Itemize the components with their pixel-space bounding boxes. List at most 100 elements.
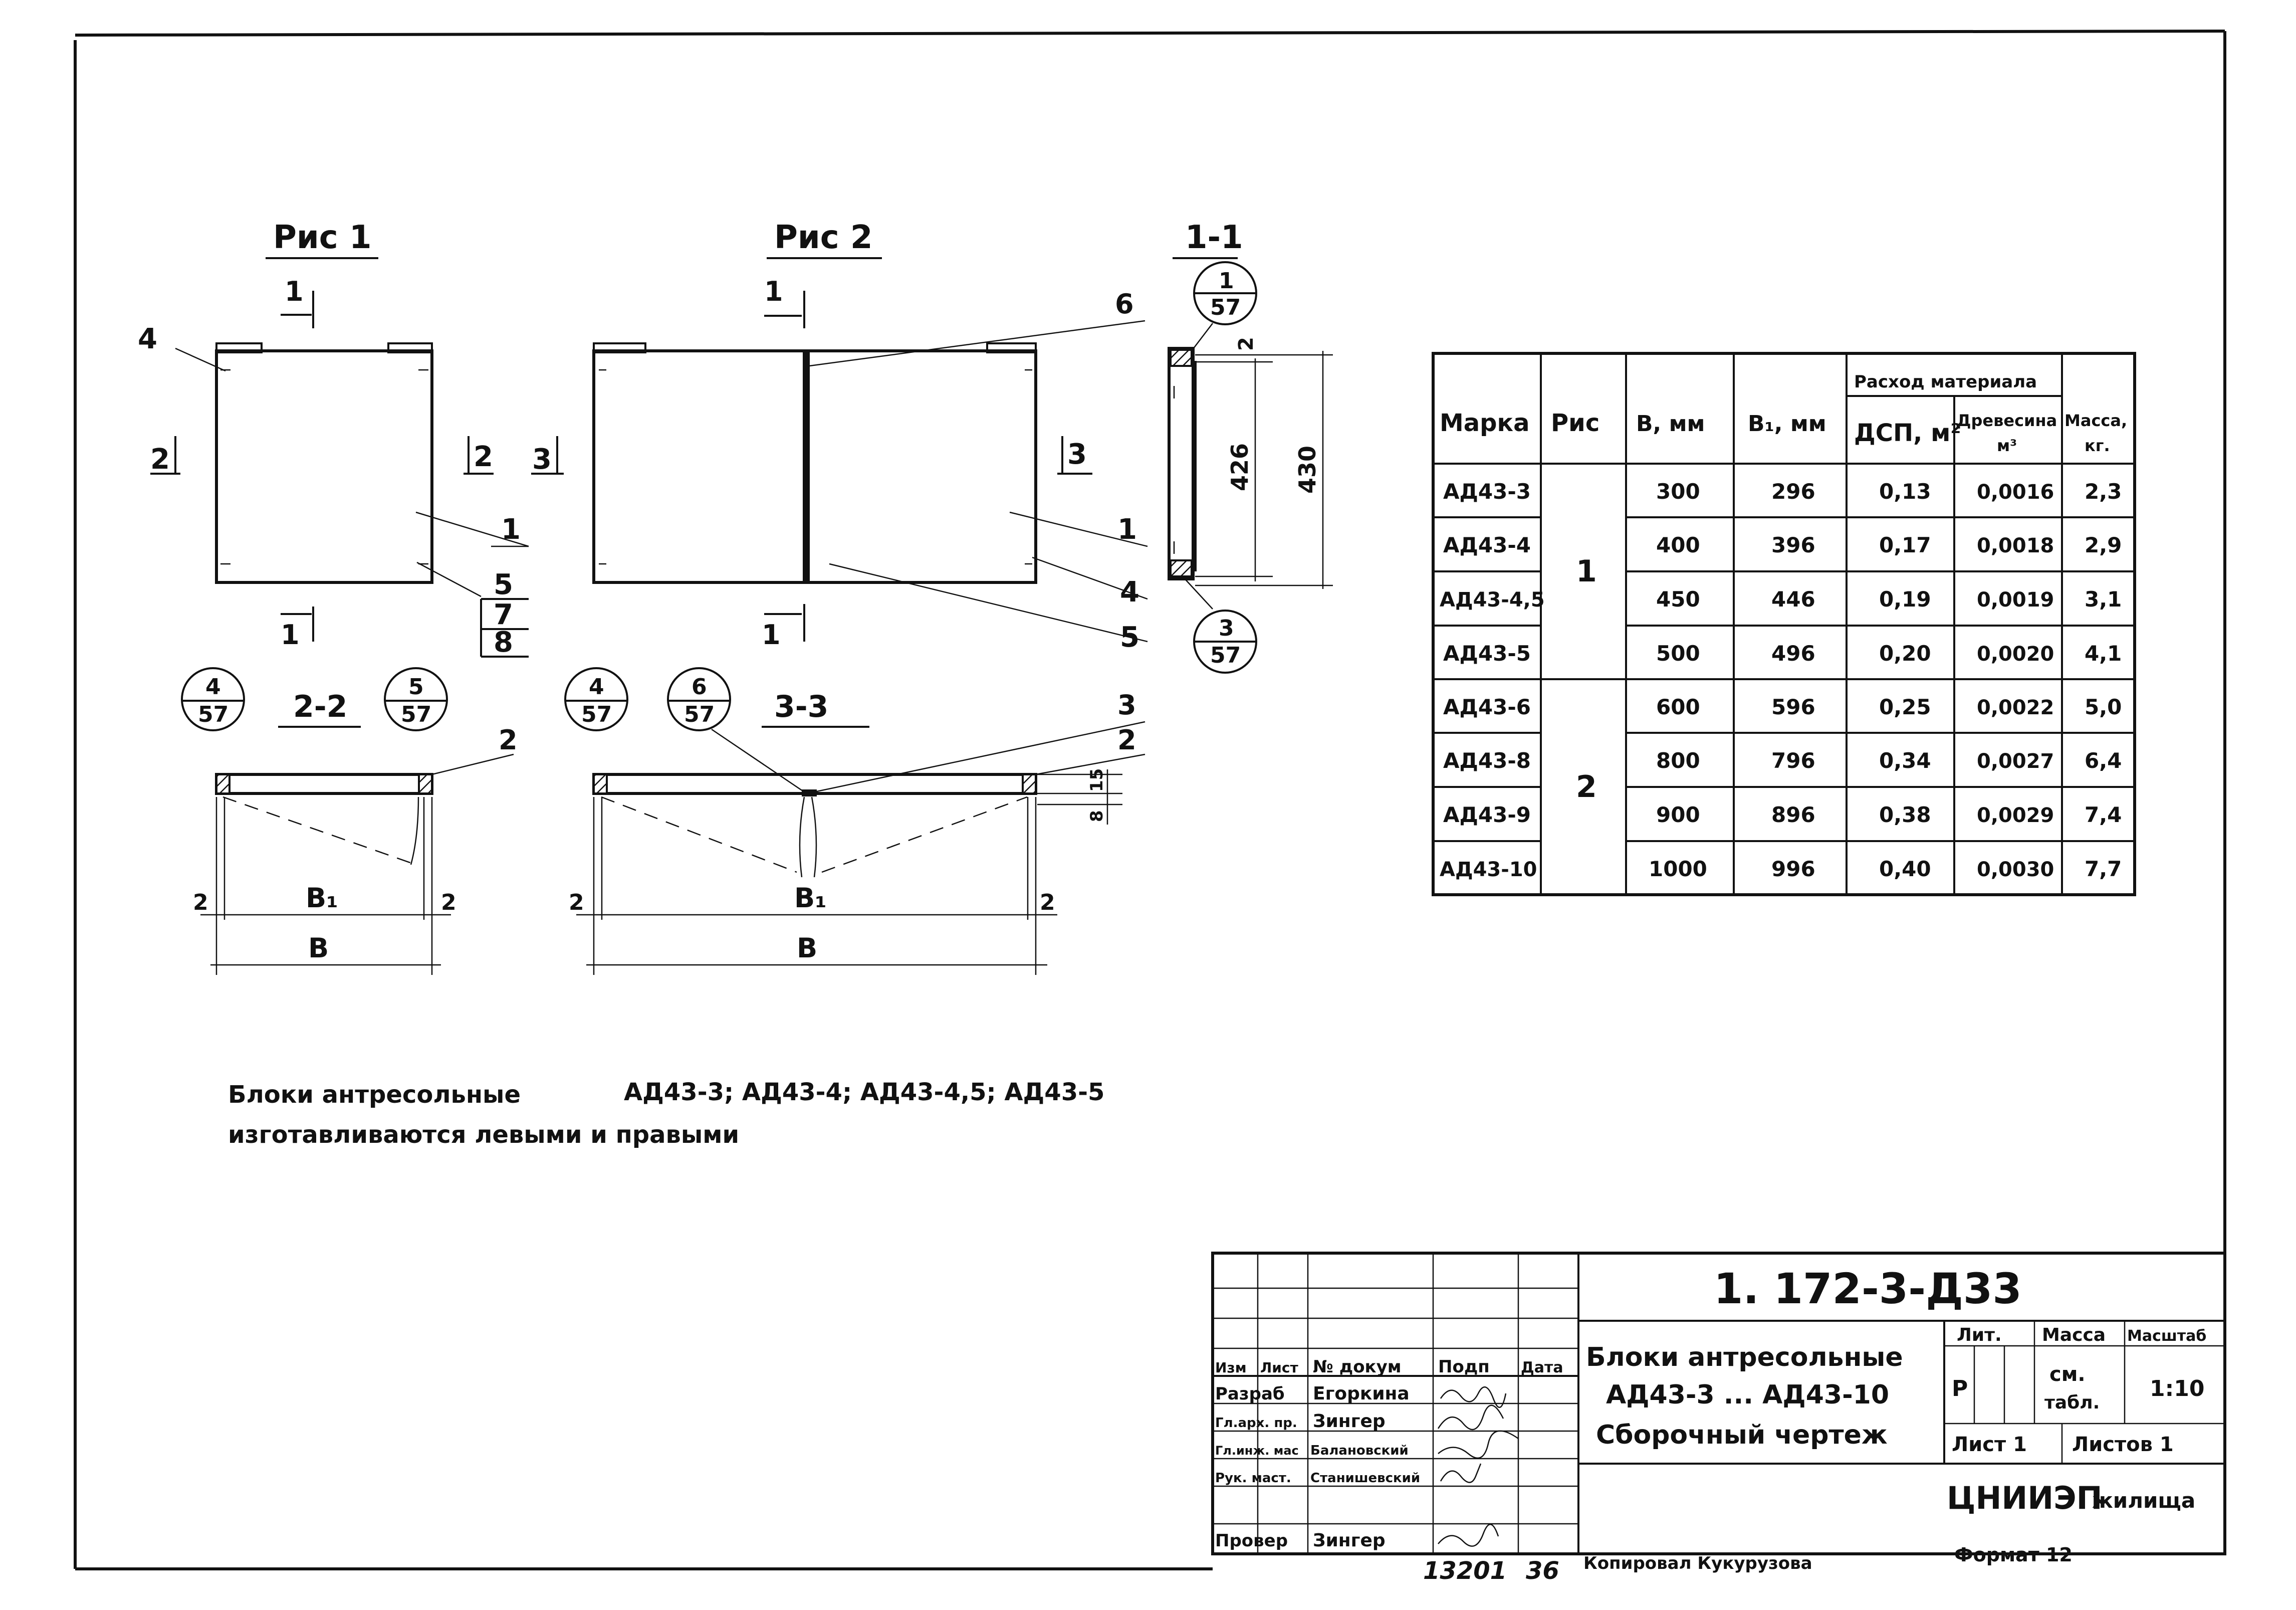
title-block-name: Балановский [1310,1443,1409,1458]
section-3-3-dim-right: 2 [1040,890,1055,915]
figure-2-title: Рис 2 [774,219,873,256]
figure-2-callout-5: 5 [1120,621,1139,654]
table-header-massa: Масса, [2064,411,2127,430]
figure-1-cut1-top: 1 [285,276,304,307]
table-cell-b1: 896 [1771,802,1815,827]
section-2-2-ref-left-sheet: 57 [198,702,228,727]
footer-copied: Копировал Кукурузова [1583,1553,1812,1573]
section-2-2-b1: B₁ [306,882,338,914]
table-cell-b: 900 [1656,802,1700,827]
table-cell-dsp: 0,17 [1879,533,1931,557]
section-1-1-ref-top-sheet: 57 [1210,295,1241,320]
title-block-org-1: ЦНИИЭП [1947,1480,2103,1516]
table-cell-marka: АД43-9 [1443,802,1531,827]
title-block-col-list: Лист [1260,1359,1298,1376]
table-cell-dsp: 0,20 [1879,641,1931,666]
table-cell-b: 500 [1656,641,1700,666]
materials-table: Марка Рис B, мм B₁, мм Расход материала … [1432,352,2136,896]
title-block-role: Провер [1215,1531,1288,1551]
table-cell-dsp: 0,13 [1879,479,1931,504]
title-block-org-2: жилища [2092,1488,2195,1513]
title-block-code: 1. 172-3-Д33 [1714,1264,2022,1313]
table-row: АД43-4,5 450 446 0,19 0,0019 3,1 [1440,587,2122,612]
note: Блоки антресольные АД43-3; АД43-4; АД43-… [228,1078,1104,1149]
figure-2-callout-6: 6 [1115,288,1134,320]
table-row: АД43-6 600 596 0,25 0,0022 5,0 [1443,695,2122,719]
section-1-1-dim-426: 426 [1226,443,1253,491]
note-line1-b: АД43-3; АД43-4; АД43-4,5; АД43-5 [624,1078,1104,1106]
section-2-2-b: B [308,932,329,964]
table-cell-drevesina: 0,0020 [1977,643,2054,666]
title-block-name: Егоркина [1313,1383,1410,1404]
section-3-3: 4 57 6 57 3-3 3 2 2 2 B₁ B 15 [564,667,1145,975]
table-cell-dsp: 0,38 [1879,802,1931,827]
title-block-role: Гл.арх. пр. [1215,1416,1297,1431]
title-block-massa-value-2: табл. [2044,1392,2100,1413]
section-3-3-b: B [797,932,817,964]
figure-2-callout-4: 4 [1120,576,1139,609]
table-header-dsp: ДСП, м² [1854,419,1961,447]
footer-inv: 13201 [1423,1557,1507,1585]
table-cell-drevesina: 0,0022 [1977,696,2054,719]
table-cell-marka: АД43-6 [1443,695,1531,719]
table-cell-drevesina: 0,0018 [1977,534,2054,557]
section-3-3-callout-2: 2 [1117,724,1136,756]
title-block-listov: Листов 1 [2072,1433,2174,1456]
table-header-rashod: Расход материала [1854,372,2037,392]
section-1-1-dim-430: 430 [1294,446,1321,494]
figure-1: Рис 1 1 1 2 2 4 1 5 7 8 [138,219,529,659]
title-block-masshtab-value: 1:10 [2150,1376,2204,1401]
figure-2-cut1-top: 1 [764,276,783,307]
figure-2-cut3-right: 3 [1067,438,1087,471]
section-1-1-ref-bot-sheet: 57 [1210,643,1241,668]
figure-2: Рис 2 1 1 3 3 6 1 4 5 [531,219,1148,654]
title-block-col-izm: Изм [1215,1359,1247,1376]
title-block-name-line1: Блоки антресольные [1586,1342,1903,1372]
section-3-3-title: 3-3 [774,689,828,724]
table-cell-b: 800 [1656,748,1700,773]
section-3-3-ref-left-num: 4 [589,674,604,700]
table-cell-marka: АД43-8 [1443,748,1531,773]
figure-1-callout-7: 7 [494,598,513,631]
footer: 13201 36 Копировал Кукурузова Формат 12 [1423,1544,2073,1585]
signature-2 [1437,1404,1504,1431]
title-block-col-dokum: № докум [1313,1357,1402,1377]
figure-2-cut3-left: 3 [532,443,552,476]
table-cell-b1: 496 [1771,641,1815,666]
section-1-1-ref-top-num: 1 [1219,268,1234,294]
table-cell-massa: 5,0 [2085,695,2122,719]
table-cell-dsp: 0,25 [1879,695,1931,719]
table-cell-b1: 596 [1771,695,1815,719]
figure-1-callout-1: 1 [501,513,521,546]
section-2-2: 4 57 2-2 5 57 2 2 2 B₁ B [181,667,518,975]
table-header-b: B, мм [1636,411,1705,437]
section-2-2-callout-2: 2 [499,724,518,756]
table-header-drevesina: Древесина [1957,411,2057,430]
section-2-2-dim-right: 2 [441,890,456,915]
table-cell-b: 1000 [1649,857,1707,881]
signature-3 [1438,1430,1519,1459]
table-header-drevesina-unit: м³ [1997,436,2017,455]
table-cell-b1: 396 [1771,533,1815,557]
sheet-frame [74,30,2226,1570]
title-block-name: Станишевский [1310,1471,1420,1486]
table-cell-drevesina: 0,0030 [1977,858,2054,881]
title-block-massa-label: Масса [2042,1325,2106,1345]
table-row: АД43-8 800 796 0,34 0,0027 6,4 [1443,748,2122,773]
table-cell-b1: 296 [1771,479,1815,504]
section-2-2-dim-left: 2 [193,890,208,915]
table-ris-group-1: 1 [1576,554,1597,589]
table-row: АД43-3 300 296 0,13 0,0016 2,3 [1443,479,2122,504]
table-cell-b1: 796 [1771,748,1815,773]
section-3-3-dim-8: 8 [1087,810,1107,822]
section-1-1-ref-bot-num: 3 [1219,616,1234,641]
figure-1-cut2-right: 2 [474,441,493,473]
table-cell-b: 600 [1656,695,1700,719]
table-cell-massa: 2,9 [2085,533,2122,557]
table-cell-drevesina: 0,0029 [1977,804,2054,827]
signature-5 [1438,1524,1499,1547]
title-block: 1. 172-3-Д33 Блоки антресольные АД43-3 .… [1211,1252,2226,1555]
table-cell-massa: 7,7 [2085,857,2122,881]
table-header-massa-unit: кг. [2085,436,2110,455]
figure-1-cut1-bottom: 1 [281,619,300,651]
